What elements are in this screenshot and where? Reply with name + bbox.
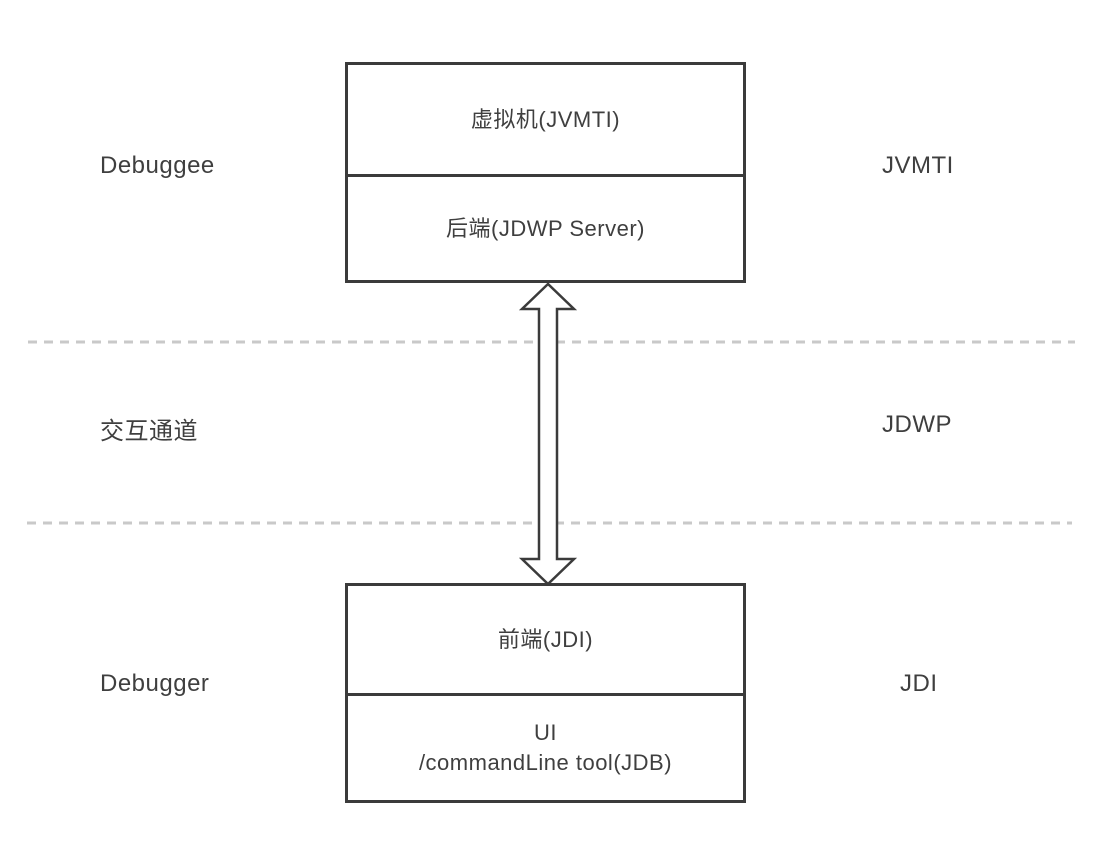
vm-cell-label: 虚拟机(JVMTI) bbox=[470, 106, 621, 132]
ui-tool-cell-line2: /commandLine tool(JDB) bbox=[418, 750, 673, 775]
frontend-cell-label: 前端(JDI) bbox=[497, 626, 594, 652]
debuggee-box: 虚拟机(JVMTI) 后端(JDWP Server) bbox=[345, 62, 746, 283]
jdwp-label: JDWP bbox=[882, 411, 952, 438]
debuggee-label: Debuggee bbox=[100, 152, 215, 179]
debugger-label: Debugger bbox=[100, 670, 210, 697]
frontend-cell: 前端(JDI) bbox=[348, 586, 743, 696]
ui-tool-cell-line1: UI bbox=[534, 720, 557, 746]
vm-cell: 虚拟机(JVMTI) bbox=[348, 65, 743, 177]
ui-tool-cell: UI /commandLine tool(JDB) bbox=[348, 696, 743, 800]
interaction-channel-label: 交互通道 bbox=[100, 418, 198, 445]
debugger-box: 前端(JDI) UI /commandLine tool(JDB) bbox=[345, 583, 746, 803]
double-arrow-connector bbox=[518, 282, 578, 586]
backend-cell: 后端(JDWP Server) bbox=[348, 177, 743, 280]
backend-cell-label: 后端(JDWP Server) bbox=[446, 215, 645, 241]
jvmti-label: JVMTI bbox=[882, 152, 954, 179]
jdi-label: JDI bbox=[900, 670, 938, 697]
